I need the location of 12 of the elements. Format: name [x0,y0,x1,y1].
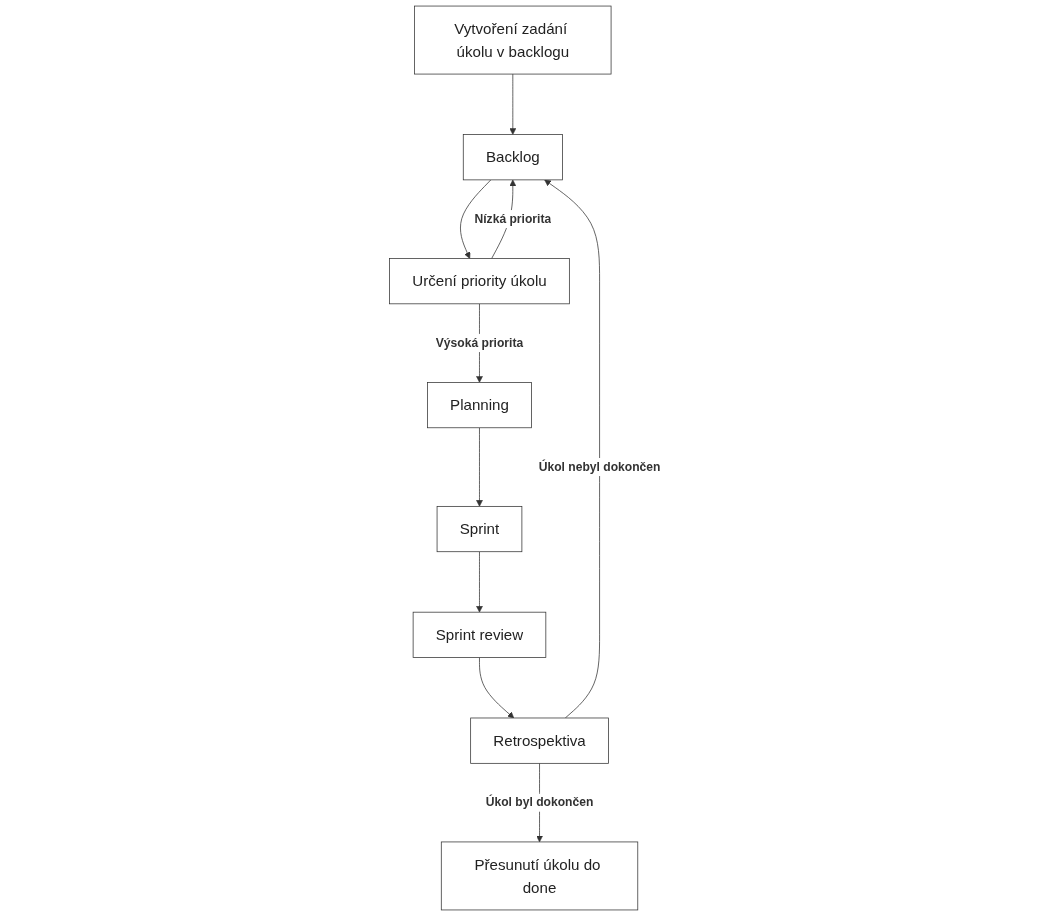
node-box: Backlog [462,134,563,181]
edge-label: Úkol byl dokončen [485,795,594,809]
node-box: Planning [427,382,532,429]
edge-label: Nízká priorita [474,212,552,226]
node-box: Vytvoření zadání úkolu v backlogu [414,5,612,75]
node-box: Retrospektiva [470,717,609,764]
node-box: Sprint review [412,611,547,658]
edge-label: Úkol nebyl dokončen [538,460,661,474]
node-box: Určení priority úkolu [389,258,570,305]
edge-label: Výsoká priorita [435,336,524,350]
node-box: Sprint [436,506,523,553]
node-box: Přesunutí úkolu do done [440,841,639,911]
